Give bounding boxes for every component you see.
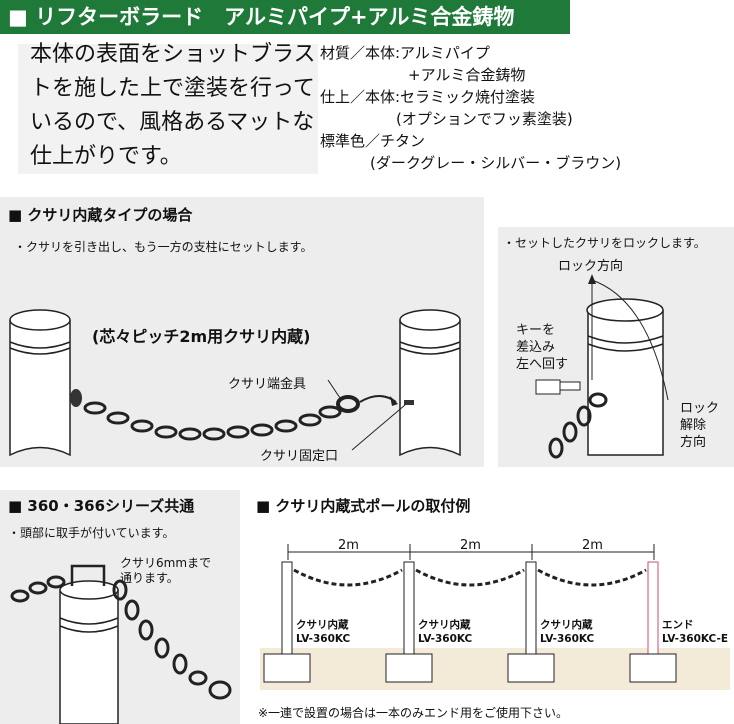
intro-line: いるので、風格あるマットな bbox=[30, 110, 315, 135]
bollard-icon bbox=[586, 298, 664, 456]
page-header: ■ リフターボラード アルミパイプ+アルミ合金鋳物 bbox=[0, 0, 570, 34]
spec-material: 材質／本体:アルミパイプ bbox=[320, 44, 490, 62]
pole-name: クサリ内蔵 bbox=[296, 619, 349, 631]
unlock-line: 解除 bbox=[680, 418, 707, 433]
pole-model: LV-360KC-E bbox=[662, 633, 729, 645]
pole-model: LV-360KC bbox=[296, 633, 351, 645]
chain-icon bbox=[293, 568, 647, 587]
right-bollard-icon bbox=[399, 309, 461, 457]
intro-line: 仕上がりです。 bbox=[30, 144, 182, 169]
series-note: ・頭部に取手が付いています。 bbox=[8, 526, 175, 540]
bollard-icon bbox=[59, 580, 119, 724]
spec-material-2: +アルミ合金鋳物 bbox=[408, 66, 526, 84]
series-illustration bbox=[10, 564, 232, 724]
intro-box bbox=[18, 44, 318, 174]
pole-label: エンド LV-360KC-E bbox=[662, 618, 728, 646]
pitch-label: (芯々ピッチ2m用クサリ内蔵) bbox=[92, 327, 311, 346]
spacing-1: 2m bbox=[338, 538, 359, 553]
key-line: 左へ回す bbox=[516, 357, 569, 372]
key-line: キーを bbox=[516, 323, 556, 338]
chain-size-line: 通ります。 bbox=[120, 571, 179, 585]
chain-icon bbox=[548, 392, 608, 459]
unlock-direction-label: ロック 解除 方向 bbox=[680, 400, 719, 451]
pole-name: エンド bbox=[662, 619, 694, 631]
chain-section-note: ・クサリを引き出し、もう一方の支柱にセットします。 bbox=[14, 240, 313, 254]
intro-line: 本体の表面をショットブラス bbox=[30, 42, 316, 67]
spec-color: 標準色／チタン bbox=[320, 132, 426, 150]
handle-icon bbox=[70, 564, 106, 586]
key-icon bbox=[535, 379, 581, 395]
chain-size-line: クサリ6mmまで bbox=[120, 556, 212, 570]
pole-label: クサリ内蔵 LV-360KC bbox=[418, 618, 472, 646]
spacing-3: 2m bbox=[582, 538, 603, 553]
series-title: ■ 360・366シリーズ共通 bbox=[8, 497, 195, 515]
left-bollard-icon bbox=[9, 309, 82, 457]
chain-icon bbox=[10, 575, 232, 700]
chain-icon bbox=[83, 395, 360, 441]
chain-section-title: ■ クサリ内蔵タイプの場合 bbox=[8, 206, 193, 224]
pole-model: LV-360KC bbox=[418, 633, 473, 645]
pole-label: クサリ内蔵 LV-360KC bbox=[296, 618, 350, 646]
lock-arrow-icon bbox=[591, 279, 669, 401]
spec-finish: 仕上／本体:セラミック焼付塗装 bbox=[320, 88, 536, 106]
install-illustration bbox=[260, 544, 730, 690]
intro-line: トを施した上で塗装を行って bbox=[30, 76, 315, 101]
fixing-port-label: クサリ固定口 bbox=[260, 449, 339, 464]
key-line: 差込み bbox=[516, 340, 556, 355]
pole-name: クサリ内蔵 bbox=[540, 619, 593, 631]
spec-color-options: (ダークグレー・シルバー・ブラウン) bbox=[370, 154, 622, 172]
key-instruction: キーを 差込み 左へ回す bbox=[516, 322, 568, 373]
chain-illustration bbox=[9, 309, 461, 457]
lock-illustration bbox=[535, 274, 669, 459]
dimension-lines bbox=[287, 544, 655, 560]
spec-finish-option: (オプションでフッ素塗装) bbox=[396, 110, 573, 128]
lock-direction-label: ロック方向 bbox=[558, 259, 624, 274]
install-title: ■ クサリ内蔵式ポールの取付例 bbox=[256, 497, 471, 515]
pole-name: クサリ内蔵 bbox=[418, 619, 471, 631]
lock-note: ・セットしたクサリをロックします。 bbox=[503, 236, 706, 250]
unlock-line: 方向 bbox=[680, 435, 707, 450]
foundation-icon bbox=[263, 653, 677, 683]
pole-label: クサリ内蔵 LV-360KC bbox=[540, 618, 594, 646]
intro-text: 本体の表面をショットブラス トを施した上で塗装を行って いるので、風格あるマット… bbox=[30, 38, 320, 174]
install-footnote: ※一連で設置の場合は一本のみエンド用をご使用下さい。 bbox=[258, 706, 569, 720]
end-fitting-label: クサリ端金具 bbox=[228, 377, 307, 392]
unlock-line: ロック bbox=[680, 401, 720, 416]
chain-size-note: クサリ6mmまで 通ります。 bbox=[120, 556, 211, 586]
pole-model: LV-360KC bbox=[540, 633, 595, 645]
spacing-2: 2m bbox=[460, 538, 481, 553]
